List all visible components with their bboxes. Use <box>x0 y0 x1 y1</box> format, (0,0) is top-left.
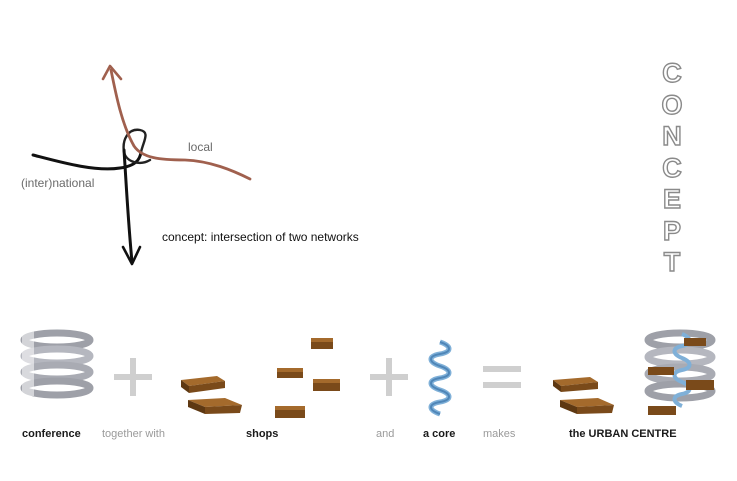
network-loop <box>122 128 152 164</box>
concept-letter: P <box>662 215 681 246</box>
conference-label: conference <box>22 428 81 440</box>
result-blocks <box>553 377 614 414</box>
local-label: local <box>188 140 213 154</box>
concept-letter: O <box>661 89 683 120</box>
concept-vertical-title: C O N C E P T <box>658 57 686 279</box>
shops-blocks-scattered <box>275 338 340 418</box>
and-label: and <box>376 428 395 440</box>
concept-letter: E <box>662 183 681 214</box>
equals-operator <box>483 366 521 388</box>
down-arrowhead <box>121 245 142 266</box>
international-network-line <box>31 150 143 171</box>
concept-letter: C <box>662 57 683 88</box>
concept-caption: concept: intersection of two networks <box>162 230 359 244</box>
core-helix-shade <box>430 341 450 415</box>
local-network-line <box>109 68 252 181</box>
together-with-label: together with <box>102 428 165 440</box>
plus-operator-1 <box>114 358 152 396</box>
shops-label: shops <box>246 428 279 440</box>
international-label: (inter)national <box>21 176 95 190</box>
conference-spiral <box>20 329 94 399</box>
concept-letter: C <box>662 152 683 183</box>
international-vertical-line <box>122 148 134 264</box>
urban-centre-composite <box>644 329 716 415</box>
urban-centre-label: the URBAN CENTRE <box>569 428 677 440</box>
concept-letter: N <box>662 120 683 151</box>
shops-blocks-left <box>181 376 242 414</box>
concept-letter: T <box>663 246 681 277</box>
makes-label: makes <box>483 428 516 440</box>
a-core-label: a core <box>423 428 456 440</box>
plus-operator-2 <box>370 358 408 396</box>
up-arrowhead <box>101 64 123 81</box>
